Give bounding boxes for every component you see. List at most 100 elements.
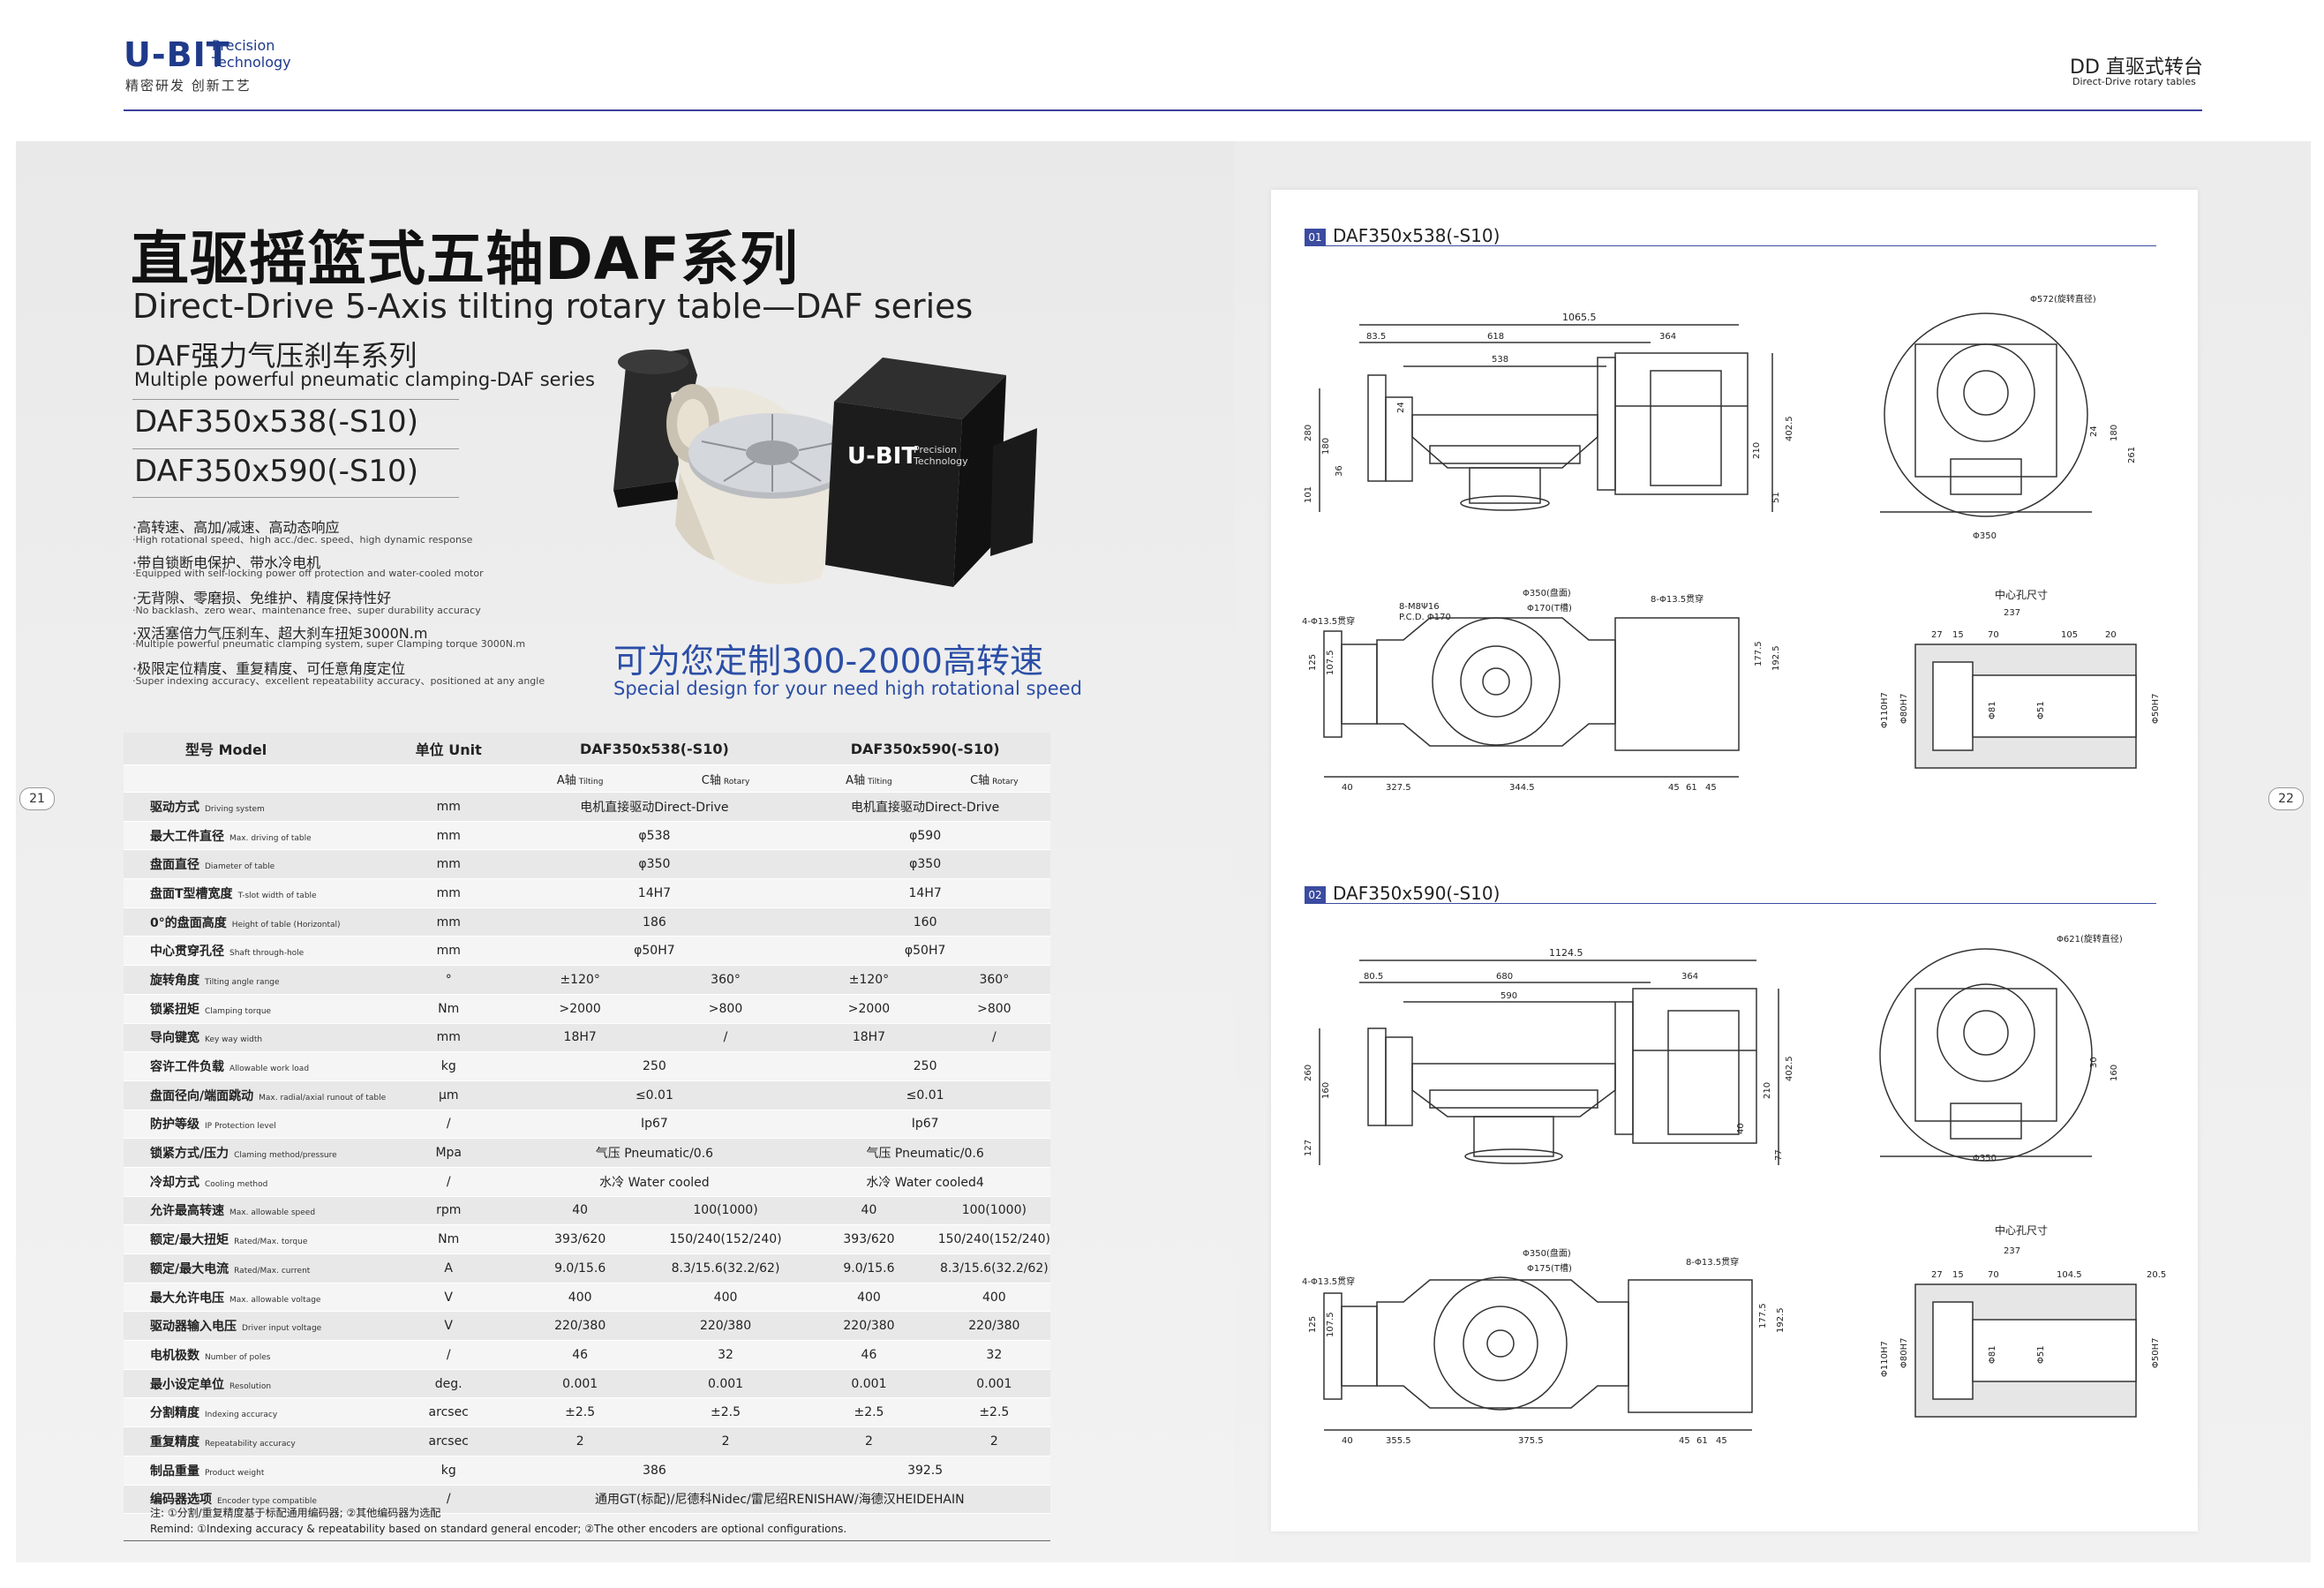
- section-view: 中心孔尺寸 237 27 15 70 104.5 20.5 Φ110H7 Φ80…: [1880, 1223, 2166, 1418]
- row-label-en: Key way width: [205, 1035, 263, 1045]
- custom-speed-cn: 可为您定制300-2000高转速: [613, 642, 1043, 681]
- dim: 8-Φ13.5贯穿: [1686, 1256, 1739, 1268]
- dim: 105: [2061, 630, 2078, 640]
- row-label-en: Max. radial/axial runout of table: [259, 1093, 387, 1103]
- dim: 538: [1492, 355, 1508, 365]
- row-label: 盘面径向/端面跳动 Max. radial/axial runout of tab…: [124, 1080, 388, 1110]
- table-cell: 0.001: [937, 1369, 1050, 1399]
- table-cell: 水冷 Water cooled: [508, 1167, 801, 1197]
- table-cell: /: [387, 1110, 509, 1140]
- model-name-2: DAF350x590(-S10): [134, 454, 418, 489]
- dim: 261: [2127, 447, 2137, 463]
- dim: P.C.D. Φ170: [1399, 613, 1451, 622]
- dim: 4-Φ13.5贯穿: [1302, 1276, 1355, 1287]
- dim: 45: [1668, 783, 1680, 793]
- table-cell: 220/380: [800, 1311, 938, 1342]
- divider: [132, 399, 459, 400]
- dim: 70: [1988, 630, 1999, 640]
- dim: Φ81: [1988, 1345, 1997, 1364]
- feature-en: ·High rotational speed、high acc./dec. sp…: [132, 534, 473, 546]
- brand-logo: U-BIT: [124, 35, 230, 74]
- row-label-cn: 盘面径向/端面跳动: [150, 1088, 254, 1103]
- table-cell: 电机直接驱动Direct-Drive: [508, 792, 801, 822]
- table-cell: 46: [800, 1340, 938, 1370]
- dim: Φ81: [1988, 701, 1997, 719]
- dim: 101: [1304, 486, 1313, 503]
- page-title-cn: 直驱摇篮式五轴DAF系列: [131, 225, 799, 293]
- table-cell: φ350: [508, 849, 801, 880]
- table-cell: 360°: [937, 965, 1050, 995]
- section-title: 中心孔尺寸: [1995, 588, 2048, 601]
- dim: 1065.5: [1562, 312, 1597, 323]
- row-label-cn: 额定/最大电流: [150, 1261, 229, 1276]
- dim: 45: [1705, 783, 1717, 793]
- header-divider: [124, 109, 2202, 111]
- dim: 375.5: [1518, 1436, 1544, 1446]
- row-label-cn: 锁紧扭矩: [150, 1002, 199, 1017]
- dim: Φ572(旋转直径): [2030, 293, 2096, 305]
- dim: 15: [1952, 1270, 1964, 1280]
- drawing-01: 1065.5 83.5 618 364 538 280 180 101 36 2…: [1302, 293, 2161, 793]
- row-label-cn: 最大允许电压: [150, 1291, 224, 1306]
- side-view: Φ572(旋转直径) Φ350 24 180 261: [1880, 293, 2137, 541]
- table-cell: 400: [800, 1283, 938, 1313]
- dim: 40: [1342, 783, 1353, 793]
- row-label-en: Diameter of table: [205, 862, 275, 872]
- table-cell: 186: [508, 907, 801, 937]
- row-label-en: Repeatability accuracy: [205, 1439, 296, 1449]
- table-cell: 46: [508, 1340, 651, 1370]
- product-logo-sub: Precision: [914, 444, 957, 455]
- row-label-cn: 容许工件负载: [150, 1060, 224, 1075]
- table-cell: A: [387, 1253, 509, 1283]
- dim: 355.5: [1386, 1436, 1411, 1446]
- model-name-1: DAF350x538(-S10): [134, 404, 418, 440]
- dim: 83.5: [1366, 332, 1386, 342]
- dim: Φ50H7: [2151, 694, 2161, 724]
- table-cell: 14H7: [800, 878, 1050, 908]
- spec-table: 型号 Model 单位 Unit DAF350x538(-S10) DAF350…: [124, 733, 1050, 1515]
- row-label-en: Tilting angle range: [205, 977, 280, 987]
- dim: 125: [1308, 1316, 1318, 1333]
- dim: 180: [1321, 438, 1331, 455]
- table-cell: μm: [387, 1080, 509, 1110]
- table-row: 盘面径向/端面跳动 Max. radial/axial runout of tab…: [124, 1080, 1050, 1110]
- row-label-cn: 分割精度: [150, 1406, 199, 1421]
- table-cell: 250: [508, 1051, 801, 1081]
- dim: Φ51: [2036, 1345, 2046, 1364]
- dim: 237: [2004, 1246, 2020, 1256]
- product-image: U-BIT Precision Technology: [613, 349, 1037, 587]
- section-title: 中心孔尺寸: [1995, 1223, 2048, 1237]
- dim: 80.5: [1364, 972, 1383, 982]
- dim: 680: [1496, 972, 1513, 982]
- dim: 24: [2089, 425, 2099, 437]
- table-cell: 220/380: [508, 1311, 651, 1342]
- dim: 127: [1304, 1140, 1313, 1156]
- table-cell: ±120°: [800, 965, 938, 995]
- table-cell: 100(1000): [651, 1196, 801, 1226]
- dim: Φ621(旋转直径): [2057, 933, 2123, 945]
- feature-cn: ·高转速、高加/减速、高动态响应: [132, 519, 340, 536]
- dim: 27: [1931, 1270, 1943, 1280]
- dim: 40: [1342, 1436, 1353, 1446]
- table-cell: 2: [937, 1426, 1050, 1456]
- feature-cn: ·带自锁断电保护、带水冷电机: [132, 554, 321, 571]
- row-label-en: T-slot width of table: [237, 891, 317, 900]
- row-label-en: Allowable work load: [229, 1065, 310, 1074]
- dim: 618: [1487, 332, 1504, 342]
- row-label-en: Claming method/pressure: [234, 1151, 337, 1161]
- page-header: U-BIT Precision Technology 精密研发 创新工艺 DD …: [0, 0, 2324, 132]
